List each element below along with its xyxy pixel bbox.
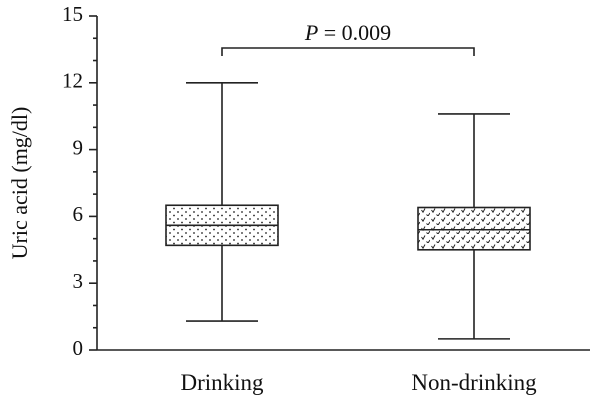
x-category-labels: Drinking Non-drinking [180,370,537,395]
y-tick-label: 9 [73,135,84,159]
y-axis-title: Uric acid (mg/dl) [7,107,32,260]
x-category-label: Non-drinking [411,370,537,395]
iqr-box [417,206,531,251]
y-tick-label: 3 [73,269,84,293]
box-drinking [165,82,279,322]
y-tick-label: 15 [62,2,83,26]
box-non-drinking [417,113,531,340]
p-value-annotation: P = 0.009 [304,20,391,45]
y-tick-label: 0 [73,336,84,360]
y-ticks: 0 3 6 9 12 15 [62,2,97,360]
p-label: P [304,20,318,45]
y-tick-label: 6 [73,202,84,226]
y-tick-label: 12 [62,69,83,93]
significance-bracket [221,47,475,56]
boxes [165,82,531,340]
p-value: = 0.009 [324,20,391,45]
x-category-label: Drinking [180,370,264,395]
